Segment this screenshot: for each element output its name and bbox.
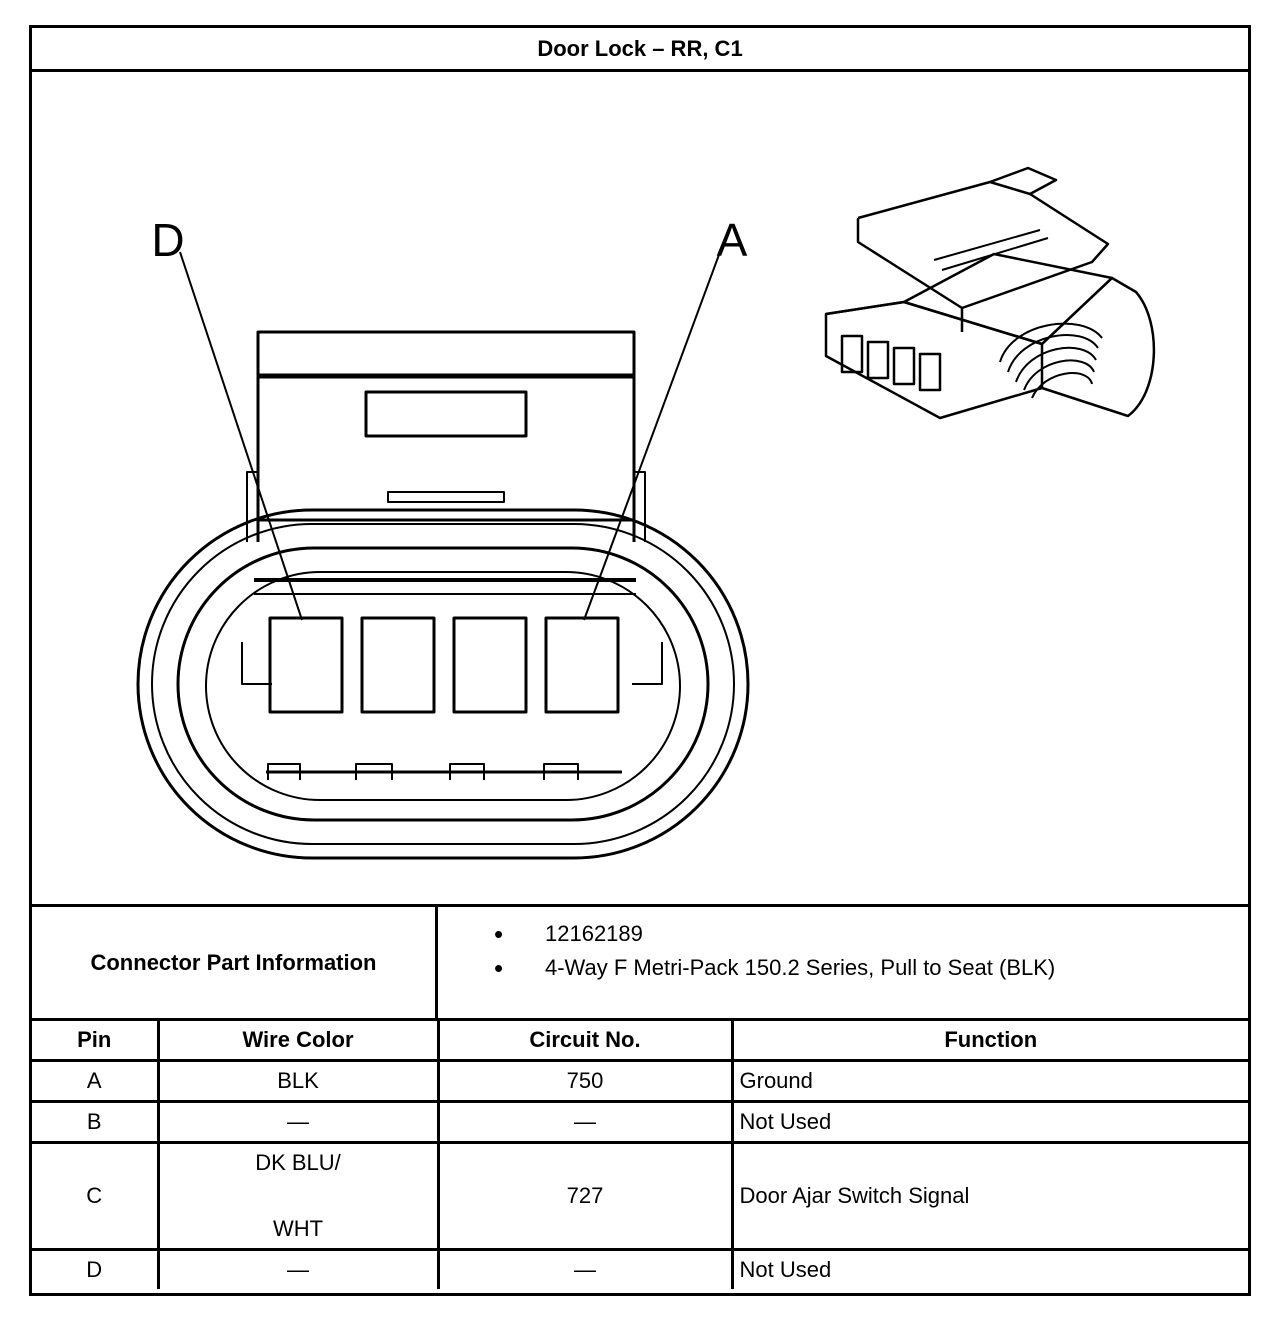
lock-tower-shoulders	[246, 471, 646, 542]
leader-line-a	[583, 251, 721, 621]
connector-face-drawing: D A	[136, 166, 1156, 860]
cavity-a	[544, 616, 620, 714]
pin-label-a: A	[717, 214, 748, 266]
table-row: A BLK 750 Ground	[32, 1059, 1248, 1103]
connector-isometric-view	[824, 166, 1156, 420]
housing-outer-oval	[136, 508, 750, 860]
table-row: D — — Not Used	[32, 1248, 1248, 1289]
housing-mid-oval	[151, 523, 735, 845]
pin-cell: C	[32, 1141, 160, 1251]
iso-top-face	[825, 252, 1114, 346]
terminal-side-keys	[241, 642, 663, 685]
function-cell: Not Used	[730, 1100, 1248, 1144]
housing-inner-oval	[205, 571, 681, 801]
table-header-row: Pin Wire Color Circuit No. Function	[32, 1021, 1248, 1062]
header-circuit-no: Circuit No.	[436, 1021, 734, 1062]
table-row: C DK BLU/ WHT 727 Door Ajar Switch Signa…	[32, 1141, 1248, 1251]
header-wire-color: Wire Color	[156, 1021, 440, 1062]
latch-d	[267, 763, 301, 780]
latch-c	[355, 763, 393, 780]
pin-cell: B	[32, 1100, 160, 1144]
iso-lock-ridges	[933, 229, 1049, 271]
iso-cavity-3	[892, 346, 916, 386]
iso-rear-shell	[1041, 276, 1156, 418]
iso-cavity-2	[866, 340, 890, 380]
wire-color-line-1: DK BLU/	[255, 1150, 341, 1175]
cavity-b	[452, 616, 528, 714]
latch-b	[449, 763, 485, 780]
circuit-cell: —	[436, 1100, 734, 1144]
wire-color-cell: DK BLU/ WHT	[156, 1141, 440, 1251]
circuit-cell: —	[436, 1248, 734, 1289]
circuit-cell: 727	[436, 1141, 734, 1251]
connector-title: Door Lock – RR, C1	[32, 28, 1248, 72]
connector-sheet: Door Lock – RR, C1	[29, 25, 1251, 1296]
pin-label-d: D	[151, 214, 184, 266]
connector-description: 4-Way F Metri-Pack 150.2 Series, Pull to…	[438, 951, 1055, 985]
housing-seal-oval	[176, 546, 710, 822]
iso-cavity-4	[918, 352, 942, 392]
pin-cell: A	[32, 1059, 160, 1103]
pin-cell: D	[32, 1248, 160, 1289]
cavity-d	[268, 616, 344, 714]
cavity-c	[360, 616, 436, 714]
function-cell: Door Ajar Switch Signal	[730, 1141, 1248, 1251]
header-pin: Pin	[32, 1021, 160, 1062]
pinout-table: Pin Wire Color Circuit No. Function A BL…	[32, 1021, 1248, 1289]
wire-color-cell: BLK	[156, 1059, 440, 1103]
iso-lock-top	[989, 166, 1058, 196]
lock-tower	[256, 330, 636, 542]
circuit-cell: 750	[436, 1059, 734, 1103]
iso-seal-rings	[999, 322, 1103, 399]
lock-tab	[387, 491, 505, 503]
wire-color-cell: —	[156, 1248, 440, 1289]
function-cell: Not Used	[730, 1248, 1248, 1289]
table-row: B — — Not Used	[32, 1100, 1248, 1144]
connector-figure: D A	[32, 72, 1248, 904]
wire-color-cell: —	[156, 1100, 440, 1144]
iso-cavity-1	[840, 334, 864, 374]
iso-lock-arm	[856, 180, 1110, 332]
part-info-label: Connector Part Information	[32, 907, 438, 1018]
connector-part-info: Connector Part Information 12162189 4-Wa…	[32, 904, 1248, 1021]
part-info-list: 12162189 4-Way F Metri-Pack 150.2 Series…	[438, 917, 1055, 985]
wire-color-line-2: WHT	[272, 1216, 324, 1241]
header-function: Function	[730, 1021, 1248, 1062]
iso-front-body	[824, 300, 1044, 420]
part-number: 12162189	[438, 917, 1055, 951]
leader-line-d	[179, 251, 303, 621]
lock-window	[364, 390, 528, 438]
function-cell: Ground	[730, 1059, 1248, 1103]
latch-a	[543, 763, 579, 780]
